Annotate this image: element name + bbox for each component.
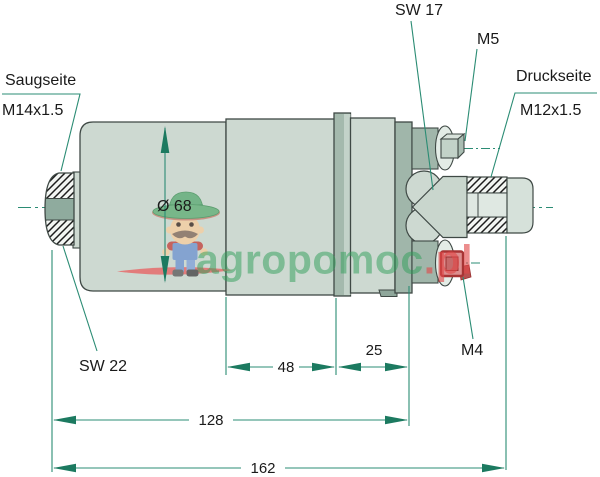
mascot-eye-right — [189, 222, 194, 227]
label-suction-hex: SW 22 — [79, 358, 127, 375]
dim-text-48: 48 — [278, 359, 295, 376]
dimension-lines — [53, 126, 505, 473]
suction-fitting — [44, 171, 82, 249]
watermark-text-green: agropomoc — [196, 237, 424, 283]
mascot-mustache — [172, 230, 198, 239]
outlet-tip — [506, 177, 534, 234]
mascot-eye-left — [176, 222, 181, 227]
pressure-bore — [466, 192, 508, 218]
arrow-dia-up — [160, 126, 170, 153]
leader-m5 — [464, 48, 478, 142]
leader-sw17 — [410, 20, 434, 191]
label-pressure-thread: M12x1.5 — [520, 102, 581, 119]
m4-stud-inner — [445, 256, 459, 271]
watermark-mascot — [117, 191, 233, 277]
dimension-128 — [53, 415, 408, 425]
terminal-m4 — [411, 239, 472, 287]
arrow-128-left — [53, 415, 76, 425]
end-cap — [394, 121, 413, 294]
arrow-128-right — [385, 415, 408, 425]
dimension-diameter — [160, 126, 170, 283]
text-labels: Saugseite M14x1.5 SW 17 M5 Druckseite M1… — [2, 2, 592, 477]
mascot-boot-left — [172, 269, 184, 277]
dimension-162 — [53, 463, 505, 473]
mascot-hat-brim — [152, 204, 220, 219]
extension-lines — [51, 236, 507, 472]
arrow-25-right — [385, 362, 408, 372]
arrow-dia-down — [160, 256, 170, 283]
m5-stud-side-face — [457, 132, 465, 160]
label-suction-thread: M14x1.5 — [2, 102, 63, 119]
mascot-hand-right — [200, 248, 208, 256]
terminal-m5 — [411, 125, 466, 171]
pressure-thread-hatch-bottom — [466, 216, 508, 234]
mascot-overalls — [172, 243, 198, 260]
leader-lines — [2, 20, 597, 352]
dim-text-128: 128 — [198, 412, 223, 429]
dimension-25 — [338, 362, 408, 372]
collar-highlight — [344, 114, 351, 295]
outlet-assembly — [405, 170, 534, 245]
label-pressure-side: Druckseite — [516, 68, 592, 85]
arrow-162-right — [482, 463, 505, 473]
m5-terminal-cylinder — [411, 127, 439, 170]
mascot-boot-right — [186, 269, 199, 277]
watermark-text: agropomoc.pl — [196, 237, 473, 283]
leader-m4 — [462, 276, 474, 340]
arrow-48-right — [312, 362, 335, 372]
pressure-thread-hatch-top — [466, 176, 508, 194]
leader-druckseite — [490, 92, 597, 178]
label-terminal-bottom: M4 — [461, 342, 483, 359]
arrow-48-left — [227, 362, 250, 372]
leader-sw22 — [62, 245, 98, 352]
suction-fitting-outline — [44, 172, 75, 246]
suction-bore — [45, 198, 74, 221]
arrow-25-left — [338, 362, 361, 372]
bottom-step — [378, 289, 398, 297]
label-suction-side: Saugseite — [5, 72, 76, 89]
label-body-diameter: Ø 68 — [157, 198, 192, 215]
mascot-hand-left — [162, 248, 170, 256]
mascot-leg-right — [186, 258, 195, 272]
dim-text-25: 25 — [366, 342, 383, 359]
arrow-162-left — [53, 463, 76, 473]
outlet-housing-section — [349, 117, 396, 294]
mascot-leg-left — [175, 258, 184, 272]
watermark-text-red: .pl — [424, 237, 473, 283]
dim-text-162: 162 — [250, 460, 275, 477]
leader-saugseite — [2, 93, 81, 172]
label-outlet-hex: SW 17 — [395, 2, 443, 19]
m5-stud — [440, 138, 459, 159]
dimension-48 — [227, 362, 335, 372]
label-terminal-top: M5 — [477, 31, 499, 48]
